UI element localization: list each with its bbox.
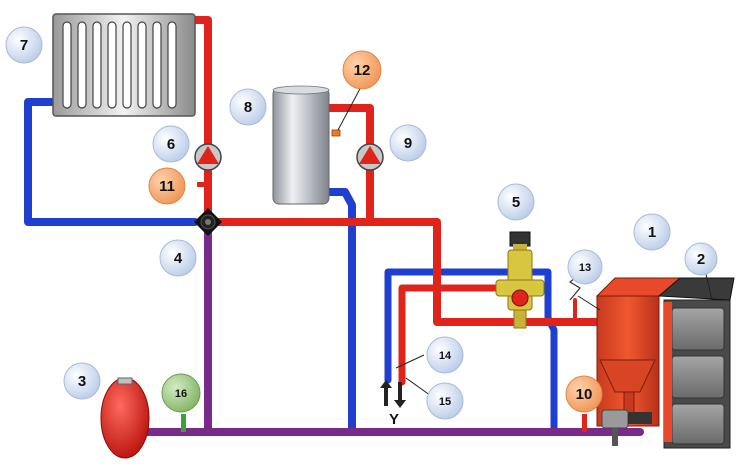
burner-motor [601, 409, 629, 429]
boiler-door-bottom [671, 403, 725, 445]
svg-text:7: 7 [20, 37, 28, 54]
svg-text:15: 15 [439, 396, 451, 408]
mixing-valve [194, 208, 222, 236]
callout-1: 1 [633, 213, 671, 251]
pump-tank [356, 143, 384, 171]
pump-radiator [194, 143, 222, 171]
radiator-fins [62, 21, 177, 109]
thermometer-10 [582, 414, 587, 432]
svg-text:2: 2 [697, 251, 705, 268]
boiler [595, 277, 735, 449]
callout-10: 10 [565, 375, 603, 413]
thermometer-11 [197, 182, 208, 187]
svg-text:16: 16 [175, 388, 187, 400]
svg-text:5: 5 [512, 194, 520, 211]
hot-water-tank [272, 85, 341, 205]
boiler-door-mid [671, 355, 725, 399]
callout-9: 9 [389, 124, 427, 162]
supply-pipes [188, 16, 602, 386]
callout-2: 2 [684, 242, 718, 276]
callout-8: 8 [229, 88, 267, 126]
boiler-door-top [671, 307, 725, 351]
svg-text:3: 3 [78, 373, 86, 390]
supply-pipe-tank-coil [324, 104, 374, 226]
return-pipe-tank [321, 188, 356, 434]
drain-label: Y [389, 411, 399, 428]
svg-text:13: 13 [579, 262, 591, 274]
svg-text:14: 14 [439, 350, 452, 362]
callout-15: 15 [426, 382, 464, 420]
callout-5: 5 [497, 183, 535, 221]
mixed-pipes [121, 218, 644, 436]
tank-sensor [331, 129, 341, 137]
svg-text:9: 9 [404, 135, 412, 152]
svg-text:1: 1 [648, 224, 656, 241]
callout-14: 14 [426, 336, 464, 374]
callout-13: 13 [567, 249, 603, 285]
callout-7: 7 [5, 26, 43, 64]
supply-pipe-loop [398, 284, 509, 386]
callout-12: 12 [342, 50, 382, 90]
expansion-vessel [100, 377, 150, 459]
radiator [52, 13, 196, 117]
svg-text:4: 4 [174, 250, 183, 267]
svg-text:8: 8 [244, 99, 252, 116]
svg-text:12: 12 [354, 62, 371, 79]
svg-text:6: 6 [167, 136, 175, 153]
return-pipe-radiator [24, 98, 199, 226]
return-pipes [24, 98, 558, 434]
callout-4: 4 [159, 239, 197, 277]
callout-6: 6 [152, 125, 190, 163]
pressure-gauge-stem [181, 414, 186, 432]
drain-arrows [380, 380, 406, 408]
callout-16: 16 [161, 373, 201, 413]
callout-3: 3 [63, 362, 101, 400]
svg-text:10: 10 [576, 386, 593, 403]
thermostatic-valve [495, 231, 545, 329]
svg-text:11: 11 [159, 178, 175, 195]
callout-11: 11 [148, 167, 186, 205]
